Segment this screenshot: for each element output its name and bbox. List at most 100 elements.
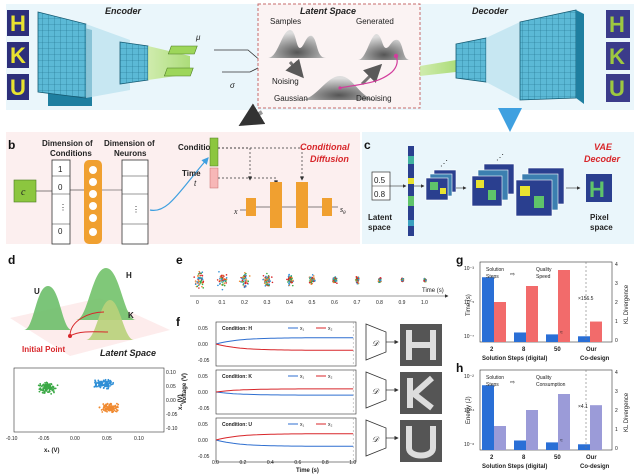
- trajectory-point: [216, 279, 219, 281]
- trajectory-point: [241, 279, 244, 282]
- pixel-output-tile: [586, 174, 612, 202]
- trajectory-point: [378, 279, 381, 282]
- x-tick-4: 0.05: [102, 436, 112, 442]
- scatter-plot: -0.10 -0.05 0.00 0.05 0.10 0.10 0.05 0.0…: [6, 367, 184, 454]
- scatter-point: [105, 405, 108, 408]
- decoder-feature-maps-2: ⋰: [471, 153, 515, 207]
- trajectory-point: [197, 275, 199, 277]
- trajectory-point: [222, 276, 224, 279]
- voltage-tick: 0.05: [198, 374, 208, 380]
- dim-neurons-label-2: Neurons: [114, 149, 147, 158]
- trajectory-point: [333, 280, 336, 283]
- time-tick-label: 0.6: [331, 300, 338, 306]
- trajectory-point: [271, 281, 274, 284]
- trajectory-point: [244, 275, 246, 278]
- value-bar: [590, 321, 602, 342]
- y2-tick: 2: [615, 408, 618, 414]
- kl-bar: [514, 440, 526, 450]
- scatter-point: [50, 392, 53, 395]
- scatter-point: [108, 381, 111, 384]
- scatter-point: [43, 391, 46, 394]
- time-axis-label: Time (s): [422, 288, 444, 294]
- scatter-point: [107, 380, 110, 383]
- trajectory-point: [200, 279, 203, 282]
- trajectory-point: [221, 288, 224, 291]
- input-letter-h: H: [10, 11, 26, 36]
- scatter-point: [110, 383, 113, 386]
- vae-title-1: VAE: [594, 142, 613, 152]
- trajectory-point: [333, 278, 336, 281]
- series-x2-line: [215, 343, 354, 351]
- scatter-point: [52, 386, 55, 388]
- time-tick-label: 0: [196, 300, 199, 306]
- trajectory-point: [311, 277, 314, 279]
- value-bar: [526, 286, 538, 342]
- y-tick: 10⁻⁴: [464, 408, 474, 414]
- pixel-output-letter: H: [589, 177, 605, 202]
- scatter-point: [105, 380, 108, 383]
- trajectory-point: [244, 282, 247, 285]
- output-s: sθ: [340, 205, 346, 216]
- panel-b-label: b: [8, 138, 15, 152]
- y-tick-4: -0.05: [166, 412, 178, 418]
- denoising-label: Denoising: [356, 94, 392, 103]
- category-label: 8: [522, 455, 526, 461]
- y-tick: 10⁻²: [464, 374, 474, 380]
- trajectory-point: [218, 283, 221, 285]
- x-tick-2: -0.05: [38, 436, 50, 442]
- output-tile-k: [606, 42, 630, 70]
- voltage-tick: 0.05: [198, 422, 208, 428]
- scatter-point: [117, 403, 120, 406]
- scatter-point: [104, 383, 107, 386]
- trajectory-point: [291, 284, 294, 287]
- scatter-point: [39, 382, 42, 385]
- time-tick-label: 0.9: [399, 300, 406, 306]
- trajectory-point: [288, 273, 290, 276]
- scatter-point: [52, 388, 55, 391]
- vec-3: ⋮: [59, 203, 67, 212]
- scatter-point: [104, 409, 107, 412]
- legend-quality: Quality: [536, 375, 552, 381]
- output-letter-k: K: [609, 44, 625, 69]
- legend-secondary: Speed: [536, 274, 551, 280]
- scatter-point: [56, 384, 59, 387]
- trajectory-point: [238, 280, 241, 283]
- scatter-point: [101, 411, 104, 413]
- neuron-vector: [121, 159, 149, 245]
- legend-solution: Solution: [486, 375, 504, 381]
- sigma-symbol: σ: [230, 81, 236, 90]
- y2-axis-label: KL Divergence: [624, 392, 630, 432]
- scatter-point: [102, 387, 105, 389]
- kl-bar: [482, 385, 494, 450]
- decoder-network: [420, 9, 584, 104]
- scatter-points: [37, 378, 120, 414]
- scatter-point: [110, 404, 113, 407]
- legend-x2: x₂: [328, 326, 333, 332]
- trajectory-point: [311, 280, 313, 283]
- scatter-point: [96, 382, 98, 385]
- scatter-point: [97, 379, 100, 382]
- trajectory-point: [313, 277, 315, 279]
- latent-space-label-2: space: [368, 223, 391, 232]
- series-x1-line: [215, 337, 354, 345]
- trajectory-point: [220, 280, 222, 282]
- time-tick-label: 0.1: [219, 300, 226, 306]
- y2-tick: 4: [615, 262, 618, 268]
- trajectory-point: [263, 282, 266, 284]
- voltage-tick: -0.05: [198, 358, 210, 364]
- scatter-point: [44, 382, 46, 384]
- voltage-plot-frame: [215, 321, 357, 367]
- svg-text:⋰: ⋰: [440, 159, 448, 168]
- time-f-tick: 0.2: [239, 460, 246, 466]
- trajectory-point: [288, 284, 291, 286]
- scatter-point: [53, 391, 55, 394]
- scatter-point: [48, 385, 51, 388]
- legend-solution: Solution: [486, 267, 504, 273]
- arrow-to-b: [238, 103, 266, 127]
- trajectory-point: [242, 283, 245, 285]
- latent-val-2: 0.8: [374, 190, 386, 199]
- time-f-tick: 0.8: [322, 460, 329, 466]
